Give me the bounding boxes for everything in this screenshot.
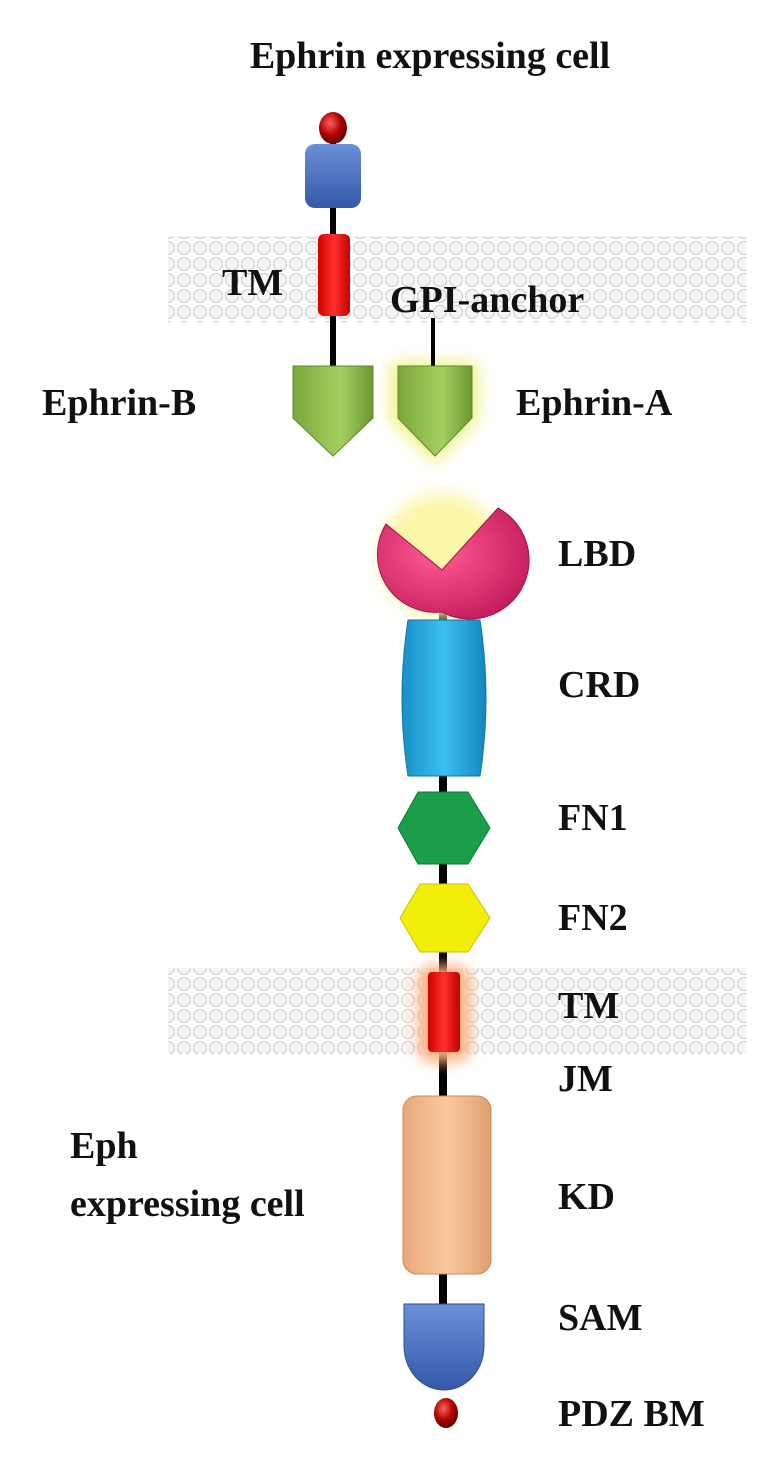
pdz-bm-label: PDZ BM: [558, 1393, 705, 1435]
eph-cell-label-line1: Eph: [70, 1125, 138, 1167]
ephrin-a-label: Ephrin-A: [516, 382, 673, 424]
top-membrane: [168, 236, 746, 322]
ephrin-tm-label: TM: [222, 262, 283, 304]
ephrin-b-domain: [292, 365, 374, 457]
ephrin-b-cytoplasmic-box: [305, 144, 361, 208]
eph-tm-label: TM: [558, 985, 619, 1027]
kd-domain: [402, 1095, 492, 1275]
pdz-bm-ball: [434, 1398, 458, 1428]
lbd-domain: [376, 507, 530, 620]
fn2-domain: [399, 883, 491, 953]
crd-label: CRD: [558, 664, 640, 706]
lbd-label: LBD: [558, 533, 636, 575]
ephrin-b-label: Ephrin-B: [42, 382, 196, 424]
eph-cell-label-line2: expressing cell: [70, 1183, 305, 1225]
ephrin-a-domain: [397, 365, 473, 457]
kd-label: KD: [558, 1176, 615, 1218]
diagram-title: Ephrin expressing cell: [250, 35, 610, 77]
fn1-domain: [397, 791, 491, 865]
fn2-label: FN2: [558, 897, 628, 939]
jm-label: JM: [558, 1058, 613, 1100]
gpi-anchor-label: GPI-anchor: [390, 279, 584, 321]
ephrin-b-tm-segment: [318, 234, 350, 316]
sam-label: SAM: [558, 1297, 642, 1339]
ephrin-b-pdz-ball: [319, 112, 347, 144]
fn1-label: FN1: [558, 797, 628, 839]
eph-tm-segment: [428, 972, 460, 1052]
sam-domain: [403, 1303, 485, 1391]
crd-domain: [401, 619, 487, 777]
